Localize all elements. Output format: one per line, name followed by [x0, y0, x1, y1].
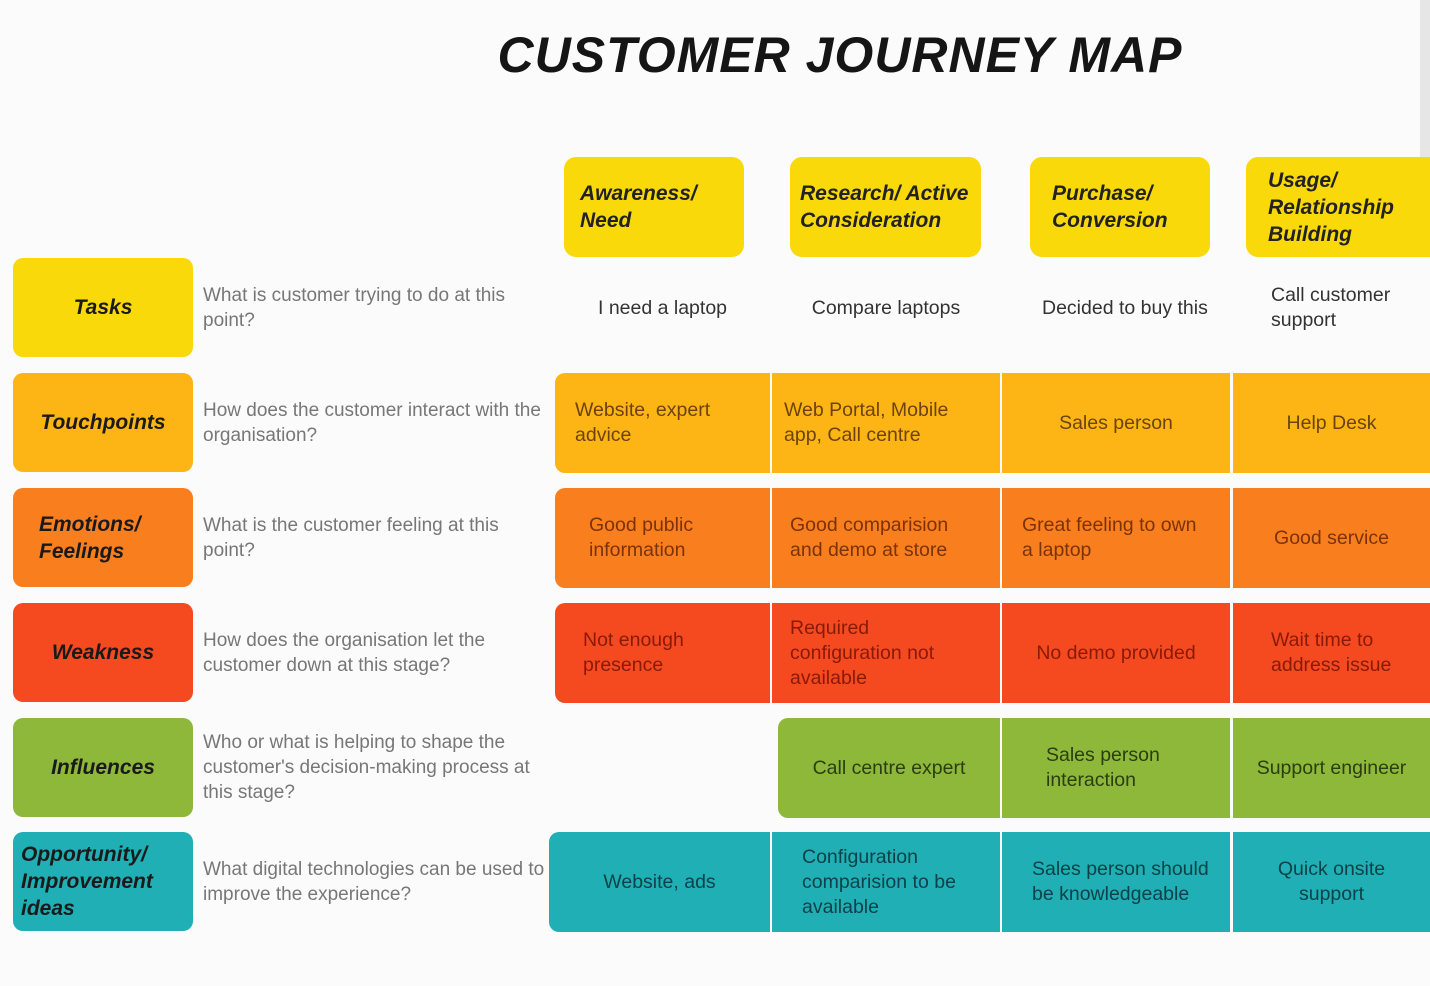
row-question-weakness: How does the organisation let the custom… [203, 629, 486, 676]
row-label-opportunity: Opportunity/ Improvement ideas [13, 832, 193, 931]
row-question-tasks: What is customer trying to do at this po… [203, 284, 506, 331]
cell-touchpoints-usage: Help Desk [1233, 373, 1430, 473]
row-label-touchpoints: Touchpoints [13, 373, 193, 472]
row-question-emotions: What is the customer feeling at this poi… [203, 514, 499, 561]
row-question-influences: Who or what is helping to shape the cust… [203, 732, 530, 803]
cell-opportunity-usage: Quick onsite support [1233, 832, 1430, 932]
cell-tasks-awareness: I need a laptop [597, 296, 728, 319]
cell-emotions-usage: Good service [1233, 488, 1430, 588]
stage-usage: Usage/ Relationship Building [1246, 157, 1430, 257]
cell-influences-purchase: Sales person interaction [1002, 718, 1230, 818]
row-question-opportunity: What digital technologies can be used to… [203, 858, 545, 905]
cell-tasks-usage: Call customer support [1271, 284, 1391, 331]
cell-tasks-purchase: Decided to buy this [1042, 296, 1208, 319]
cell-weakness-purchase: No demo provided [1002, 603, 1230, 703]
cell-touchpoints-awareness: Website, expert advice [555, 373, 770, 473]
cell-weakness-research: Required configuration not available [772, 603, 1000, 703]
stage-purchase: Purchase/ Conversion [1030, 157, 1210, 257]
cell-tasks-research: Compare laptops [811, 296, 961, 319]
row-label-influences: Influences [13, 718, 193, 817]
cell-weakness-usage: Wait time to address issue [1233, 603, 1430, 703]
stage-awareness: Awareness/ Need [564, 157, 744, 257]
cell-influences-usage: Support engineer [1233, 718, 1430, 818]
cell-weakness-awareness: Not enough presence [555, 603, 770, 703]
row-label-emotions: Emotions/ Feelings [13, 488, 193, 587]
row-label-weakness: Weakness [13, 603, 193, 702]
cell-touchpoints-research: Web Portal, Mobile app, Call centre [772, 373, 1000, 473]
stage-research: Research/ Active Consideration [790, 157, 981, 257]
cell-opportunity-awareness: Website, ads [549, 832, 770, 932]
cell-opportunity-research: Configuration comparision to be availabl… [772, 832, 1000, 932]
scrollbar[interactable] [1420, 0, 1430, 160]
cell-opportunity-purchase: Sales person should be knowledgeable [1002, 832, 1230, 932]
cell-emotions-purchase: Great feeling to own a laptop [1002, 488, 1230, 588]
cell-influences-research: Call centre expert [778, 718, 1000, 818]
cell-emotions-research: Good comparision and demo at store [772, 488, 1000, 588]
row-label-tasks: Tasks [13, 258, 193, 357]
row-question-touchpoints: How does the customer interact with the … [203, 399, 541, 446]
page-title: CUSTOMER JOURNEY MAP [497, 27, 1183, 83]
cell-emotions-awareness: Good public information [555, 488, 770, 588]
cell-touchpoints-purchase: Sales person [1002, 373, 1230, 473]
